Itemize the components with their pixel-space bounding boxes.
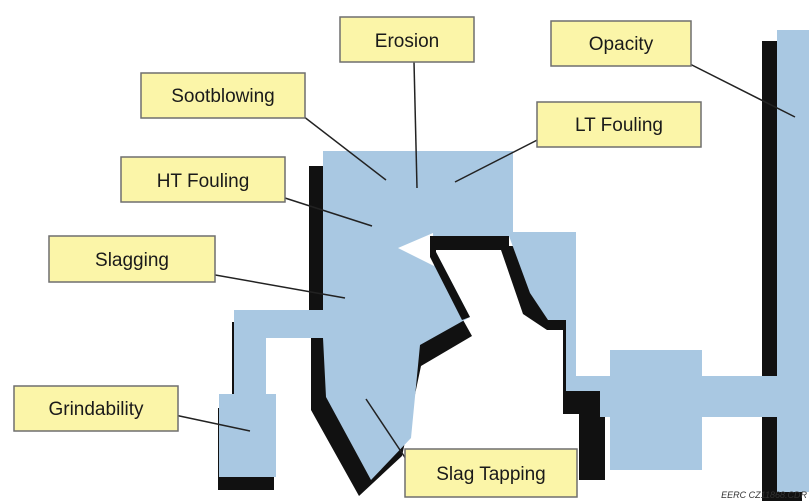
figure-credit: EERC CZ11868.CDR: [721, 490, 807, 500]
particulate-collector: [610, 350, 702, 470]
label-slag-tapping: Slag Tapping: [404, 448, 578, 498]
coal-feed-pipe: [234, 310, 323, 396]
stack: [777, 30, 809, 492]
opacity-label: Opacity: [589, 34, 654, 55]
label-opacity: Opacity: [550, 20, 692, 67]
pulverizer: [219, 394, 276, 477]
slagging-label: Slagging: [95, 250, 169, 271]
label-lt-fouling: LT Fouling: [536, 101, 702, 148]
opacity-leader: [677, 57, 796, 118]
slag-tapping-label: Slag Tapping: [436, 464, 546, 485]
nose-shadow: [430, 236, 470, 320]
label-slagging: Slagging: [48, 235, 216, 283]
ht-fouling-label: HT Fouling: [157, 171, 250, 192]
lt-fouling-leader: [454, 132, 552, 183]
label-erosion: Erosion: [339, 16, 475, 63]
grindability-label: Grindability: [48, 399, 144, 420]
furnace-nose: [398, 233, 434, 266]
sootblowing-label: Sootblowing: [171, 86, 275, 107]
erosion-label: Erosion: [375, 31, 439, 52]
label-ht-fouling: HT Fouling: [120, 156, 286, 203]
erosion-leader: [413, 61, 418, 189]
lt-fouling-label: LT Fouling: [575, 115, 663, 136]
label-sootblowing: Sootblowing: [140, 72, 306, 119]
label-grindability: Grindability: [13, 385, 179, 432]
